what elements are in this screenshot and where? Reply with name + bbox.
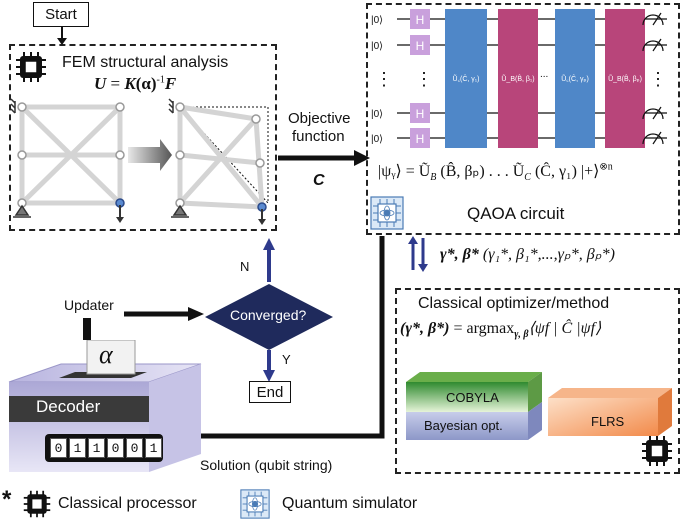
no-arrow [263,238,275,282]
decoder-label: Decoder [36,397,101,416]
start-arrow [57,26,67,45]
updater-label: Updater [64,297,114,313]
svg-text:H: H [416,132,425,146]
legend-quantum-label: Quantum simulator [282,495,418,512]
bit-cell: 0 [126,438,143,458]
qaoa-caption: QAOA circuit [467,204,565,223]
svg-text:H: H [416,107,425,121]
exchange-arrows [408,236,428,272]
start-label: Start [45,6,77,23]
svg-text:Ũ_B(B̂, βₚ): Ũ_B(B̂, βₚ) [608,74,642,83]
legend-classical-icon [23,490,51,518]
converged-diamond [205,284,333,350]
truss-deformed [168,98,269,225]
optimizer-panel [395,288,680,474]
truss-original [19,104,123,206]
bayesian-label: Bayesian opt. [424,418,503,433]
svg-text:⋮: ⋮ [375,69,393,89]
fem-panel [9,44,277,231]
classical-processor-icon [16,52,46,82]
svg-text:H: H [416,13,425,27]
svg-text:⋮: ⋮ [649,69,667,89]
bit-cell: 0 [50,438,67,458]
optimizer-equation: (γ*, β*) = argmaxγ, β⟨ψf | Ĉ |ψf⟩ [400,320,602,341]
converged-label: Converged? [230,307,307,323]
svg-text:|0⟩: |0⟩ [371,41,383,52]
svg-text:...: ... [540,69,548,80]
alpha-card-label: α [99,340,113,369]
svg-text:|0⟩: |0⟩ [371,15,383,26]
end-label: End [256,383,284,401]
updater-stem [83,318,91,340]
flrs-label: FLRS [591,414,625,429]
yes-arrow [263,350,275,382]
legend-star: * [2,486,12,513]
qaoa-state-equation: |ψᵧ⟩ = ŨB (B̂, βₚ) . . . ŨC (Ĉ, γ₁) |+⟩⊗… [378,161,613,184]
svg-text:|0⟩: |0⟩ [371,109,383,120]
qaoa-panel [366,3,680,235]
fem-equation: U = K(α)-1F [94,74,177,93]
objective-label-2: function [292,128,345,145]
fem-title: FEM structural analysis [62,54,229,71]
bit-cell: 0 [107,438,124,458]
svg-text:H: H [416,39,425,53]
svg-text:⋮: ⋮ [415,69,433,89]
start-box: Start [33,2,89,27]
end-box: End [249,381,291,403]
legend-quantum-icon [240,489,270,519]
optimizer-blocks [406,372,672,440]
optimizer-title: Classical optimizer/method [418,295,610,312]
qubit-string: 0 1 1 0 0 1 [50,438,162,458]
objective-arrow [278,150,370,166]
svg-text:Ũ_B(B̂, β₁): Ũ_B(B̂, β₁) [501,74,534,83]
solution-label: Solution (qubit string) [200,457,333,473]
legend-classical-label: Classical processor [58,495,197,512]
bit-cell: 1 [69,438,86,458]
quantum-simulator-icon [370,196,404,230]
measurement-icons [642,12,664,145]
truss-structures [10,98,269,225]
classical-processor-icon-2 [642,436,672,466]
objective-symbol: C [313,172,325,189]
optimum-parameters: γ*, β* (γ₁*, β₁*,...,γₚ*, βₚ*) [440,246,615,263]
no-label: N [240,259,250,274]
bit-cell: 1 [145,438,162,458]
bit-cell: 1 [88,438,105,458]
svg-text:|0⟩: |0⟩ [371,134,383,145]
cobyla-label: COBYLA [446,390,499,405]
updater-arrow [124,307,204,321]
svg-text:Ũ꜀(Ĉ, γ₁): Ũ꜀(Ĉ, γ₁) [453,74,480,83]
objective-label-1: Objective [288,110,351,127]
yes-label: Y [282,352,291,367]
svg-text:Ũ꜀(Ĉ, γₚ): Ũ꜀(Ĉ, γₚ) [561,74,589,83]
